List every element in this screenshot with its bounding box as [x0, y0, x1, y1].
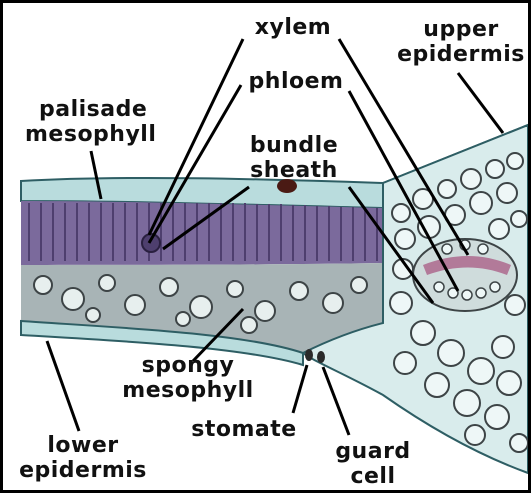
- label-phloem: phloem: [237, 69, 355, 94]
- label-stomate: stomate: [179, 417, 309, 442]
- label-xylem: xylem: [239, 15, 347, 40]
- label-lower-epidermis-line2: epidermis: [13, 458, 153, 483]
- label-guard-cell: guard cell: [323, 439, 423, 489]
- label-bundle-sheath: bundle sheath: [235, 133, 353, 183]
- label-upper-epidermis: upper epidermis: [391, 17, 531, 67]
- pointer-lower-epidermis: [47, 341, 79, 431]
- label-palisade-mesophyll: palisade mesophyll: [25, 97, 175, 147]
- label-lower-epidermis-line1: lower: [13, 433, 153, 458]
- label-guard-cell-line2: cell: [323, 464, 423, 489]
- label-bundle-sheath-line2: sheath: [235, 158, 353, 183]
- label-palisade-line2: mesophyll: [25, 122, 175, 147]
- label-palisade-line1: palisade: [25, 97, 175, 122]
- label-lower-epidermis: lower epidermis: [13, 433, 153, 483]
- label-spongy-line1: spongy: [103, 353, 273, 378]
- pointer-guard-cell: [323, 367, 349, 435]
- label-stomate-text: stomate: [191, 417, 296, 442]
- label-bundle-sheath-line1: bundle: [235, 133, 353, 158]
- label-guard-cell-line1: guard: [323, 439, 423, 464]
- label-spongy-mesophyll: spongy mesophyll: [103, 353, 273, 403]
- label-upper-epidermis-line1: upper: [391, 17, 531, 42]
- pointer-upper-epidermis: [458, 73, 503, 133]
- pointer-stomate: [293, 365, 307, 413]
- label-upper-epidermis-line2: epidermis: [391, 42, 531, 67]
- label-phloem-text: phloem: [249, 69, 344, 94]
- label-spongy-line2: mesophyll: [103, 378, 273, 403]
- label-xylem-text: xylem: [255, 15, 331, 40]
